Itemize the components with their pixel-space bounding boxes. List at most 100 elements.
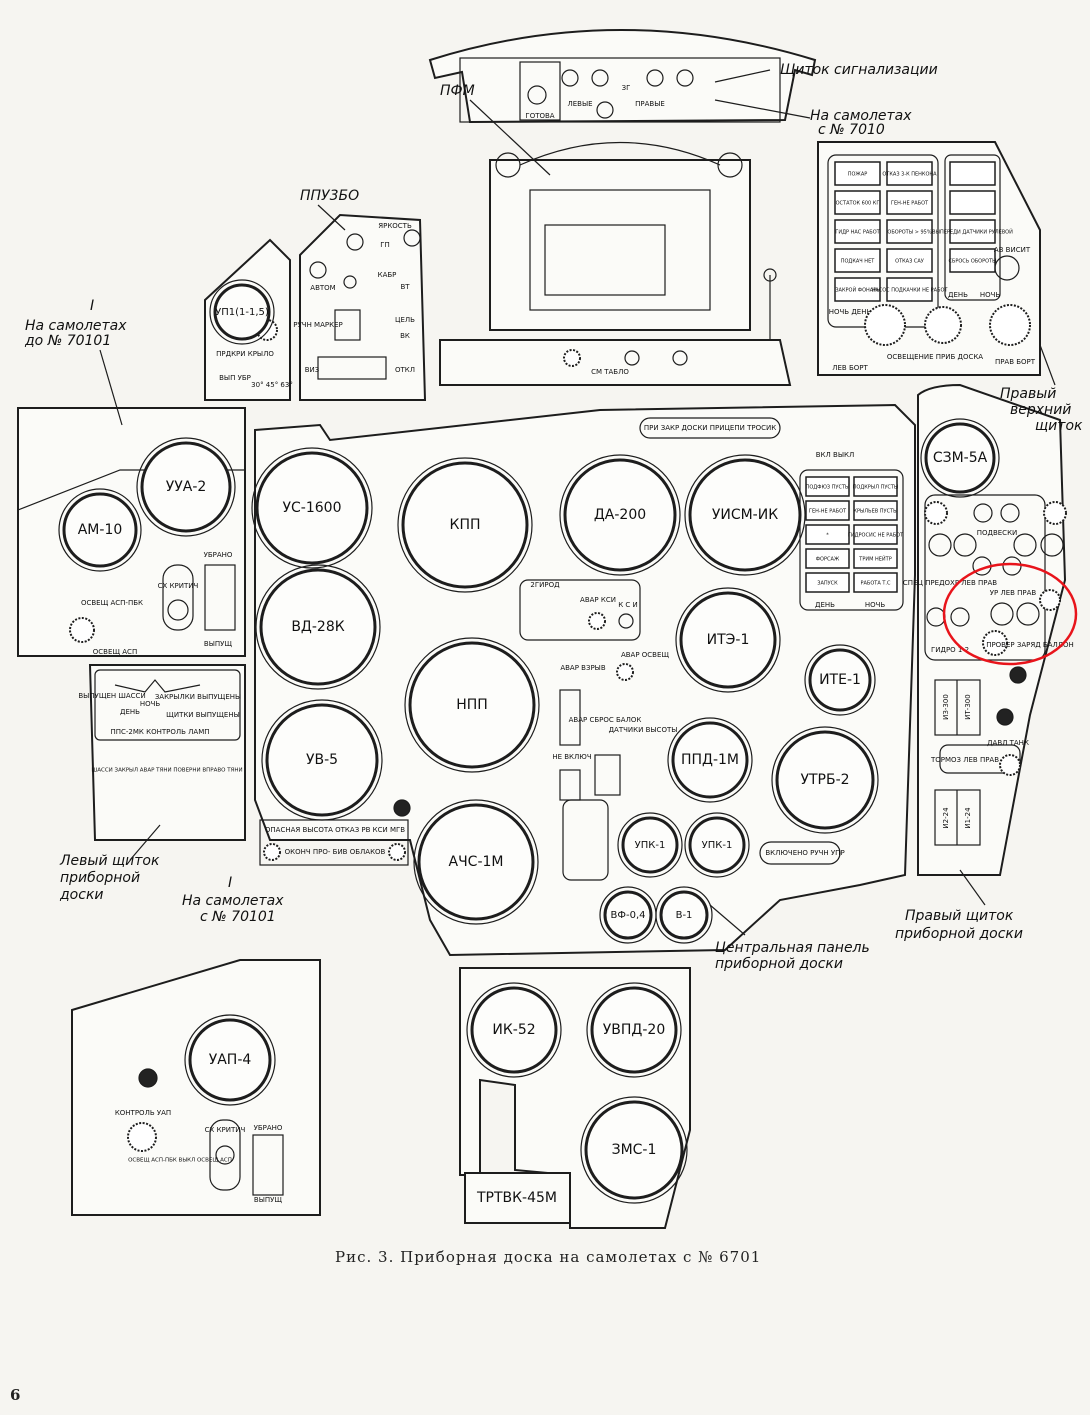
spec-label: СПЕЦ ПРЕДОХР ЛЕВ ПРАВ	[903, 579, 997, 587]
ksi-label: К С И	[618, 601, 638, 609]
annotations: Щиток сигнализации На самолетах с № 7010…	[24, 62, 1083, 972]
annotation-lower-variant-2: с № 70101	[200, 909, 276, 925]
ne-vkluch-label: НЕ ВКЛЮЧ	[552, 753, 592, 761]
pps-flaps-lamp: ЗАКРЫЛКИ ВЫПУЩЕНЫ	[155, 693, 241, 701]
gauge-label: УТРБ-2	[800, 772, 849, 788]
ppu-gp: ГП	[380, 241, 390, 249]
warning-lamp: ГИДР НАС РАБОТ	[834, 219, 881, 244]
gauge-label: УИСМ-ИК	[712, 507, 778, 523]
center-lamp-label: *	[826, 533, 829, 539]
wing-label: ПРДКРИ КРЫЛО	[216, 350, 274, 358]
gauge-label: ДА-200	[594, 507, 646, 523]
gauge-zms1: ЗМС-1	[580, 1096, 688, 1204]
lower-vypusch-label: ВЫПУЩ	[254, 1196, 283, 1204]
gauge-label: УАП-4	[209, 1052, 252, 1068]
annotation-left-panel-1: Левый щиток	[59, 853, 160, 869]
davl-label: ДАВЛ ТАНК	[987, 739, 1029, 747]
warning-lamp-label: ОСТАТОК 600 КГ	[836, 201, 880, 207]
warning-lamp: ОБОРОТЫ > 95%	[886, 219, 933, 244]
lighting-right-knob[interactable]	[989, 304, 1031, 346]
sm-tablo-label: СМ ТАБЛО	[591, 368, 629, 376]
center-lamp-label: ГИДРОСИС НЕ РАБОТ	[848, 533, 904, 539]
vypusch-label: ВЫПУЩ	[204, 640, 233, 648]
night-day-label: НОЧЬ ДЕНЬ	[829, 308, 872, 316]
center-lamp-label: РАБОТА Т.С	[861, 581, 892, 587]
gyro-label: 2ГИРОД	[530, 581, 560, 589]
gauge-uap4: УАП-4	[184, 1014, 276, 1106]
i1-label: ИЗ-300	[942, 694, 950, 720]
annotation-left-variant-1: На самолетах	[25, 318, 127, 334]
center-lamp-label: ПОДФЮЗ ПУСТЫ	[806, 485, 850, 491]
warning-lamp: ВЫПЕРЕДИ ДАТЧИКИ РУЛЕВОЙ	[932, 219, 1013, 244]
center-lamp-label: ПОДКРЫЛ ПУСТЫ	[853, 485, 899, 491]
annotation-left-variant-num: I	[90, 298, 94, 314]
av-visit-label: АВ ВИСИТ	[994, 246, 1031, 254]
warning-lamp: СБРОСЬ ОБОРОТЫ	[948, 248, 997, 273]
warning-lamp-label: ПОЖАР	[848, 172, 868, 178]
lighting-panel-knob[interactable]	[924, 306, 962, 344]
gauge-uua2: УУА-2	[136, 437, 236, 537]
gauge-label: УПК-1	[635, 840, 666, 851]
center-lamp-label: ФОРСАЖ	[816, 557, 840, 563]
ppu-vt: ВТ	[400, 283, 410, 291]
gauge-label: ИТЭ-1	[707, 632, 750, 648]
warning-lamp	[949, 161, 996, 186]
lower-ubrano-label: УБРАНО	[254, 1124, 283, 1132]
i4-label: И1-24	[964, 807, 972, 829]
warning-lamp-label: НАСОС ПОДКАЧКИ НЕ РАБОТ	[872, 288, 949, 294]
zg-label: ЗГ	[622, 84, 631, 92]
ppu-otkl: ОТКЛ	[395, 366, 415, 374]
annotation-center-panel-2: приборной доски	[715, 956, 843, 972]
ppu-cel: ЦЕЛЬ	[395, 316, 415, 324]
sight-pfm: СМ ТАБЛО	[439, 142, 792, 386]
day-label: ДЕНЬ	[948, 291, 968, 299]
ur-label: УР ЛЕВ ПРАВ	[990, 589, 1037, 597]
datchik-label: ДАТЧИКИ ВЫСОТЫ	[609, 726, 678, 734]
pps-gear-lamp: ВЫПУЩЕН ШАССИ	[78, 692, 145, 700]
lighting-label: ОСВЕЩЕНИЕ ПРИБ ДОСКА	[887, 353, 983, 361]
annotation-right-upper-2: верхний	[1010, 402, 1071, 418]
center-lamp: КРЫЛЬЕВ ПУСТЫ	[853, 500, 898, 521]
gauge-uv5: УВ-5	[261, 699, 383, 821]
annotation-left-panel-2: приборной	[60, 870, 140, 886]
ppu-avtom: АВТОМ	[310, 284, 335, 292]
vkl-rup-label: ВКЛЮЧЕНО РУЧН УПР	[765, 849, 844, 857]
annotation-ppu: ППУ3БО	[300, 188, 359, 204]
trtvk-label: ТРТВК-45М	[476, 1190, 557, 1206]
lighting-left-knob[interactable]	[864, 304, 906, 346]
ppu-kabr: КАБР	[378, 271, 397, 279]
annotation-right-upper-1: Правый	[1000, 386, 1056, 402]
center-lamp: ГЕН-НЕ РАБОТ	[805, 500, 850, 521]
gidro-label: ГИДРО 1 2	[931, 646, 969, 654]
center-lamp: ЗАПУСК	[805, 572, 850, 593]
gauge-label: АМ-10	[78, 522, 123, 538]
gauge-label: В-1	[676, 910, 693, 921]
center-lamp: ПОДКРЫЛ ПУСТЫ	[853, 476, 899, 497]
left-label: ЛЕВЫЕ	[567, 100, 592, 108]
gauge-label: УПК-1	[702, 840, 733, 851]
warning-lamp: НАСОС ПОДКАЧКИ НЕ РАБОТ	[872, 277, 949, 302]
gauge-vf04: ВФ-0,4	[599, 886, 657, 944]
osvesch-asp-label: ОСВЕЩ АСП-ПБК	[81, 599, 143, 607]
gauge-vd28k: ВД-28К	[255, 564, 381, 690]
gauge-kpp: КПП	[397, 457, 533, 593]
gauge-uvpd20: УВПД-20	[586, 982, 682, 1078]
red-highlight-circle	[942, 562, 1078, 666]
ubrano-label: УБРАНО	[204, 551, 233, 559]
gauge-achs1m: АЧС-1М	[413, 799, 539, 925]
wing-deg-label: 30° 45° 63°	[251, 381, 293, 389]
pps-shields-lamp: ЩИТКИ ВЫПУЩЕНЫ	[166, 711, 240, 719]
gauge-ppd1m: ППД-1М	[667, 717, 753, 803]
center-lamp-label: ГЕН-НЕ РАБОТ	[809, 509, 847, 515]
lower-osvesch-label: ОСВЕЩ АСП-ПБК ВЫКЛ ОСВЕЩ АСП	[128, 1158, 232, 1164]
ppu-ruchn: РУЧН МАРКЕР	[293, 321, 342, 329]
gauge-label: ЗМС-1	[612, 1142, 657, 1158]
annotation-left-panel-3: доски	[59, 887, 104, 903]
ppu-bright: ЯРКОСТЬ	[378, 222, 412, 230]
annotation-center-panel-1: Центральная панель	[715, 940, 870, 956]
baro-label: ОКОНЧ ПРО- БИВ ОБЛАКОВ	[285, 848, 386, 856]
gauge-label: НПП	[456, 697, 488, 713]
warning-lamp: ОТКАЗ 3-К ПЕНКОНА	[882, 161, 937, 186]
left-board-label: ЛЕВ БОРТ	[832, 364, 868, 372]
